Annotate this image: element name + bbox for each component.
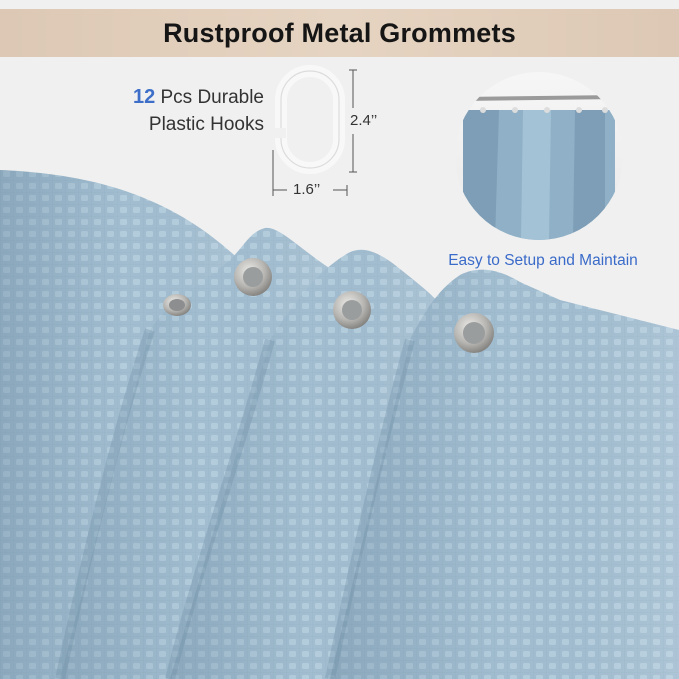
c-hook-icon — [272, 65, 345, 174]
grommet-1 — [163, 294, 191, 316]
hooks-line-1-text: Pcs Durable — [155, 87, 264, 108]
grommet-3 — [333, 291, 371, 329]
dimension-lines — [272, 69, 357, 196]
banner-title: Rustproof Metal Grommets — [163, 18, 516, 48]
hanging-curtain-icon — [455, 95, 623, 240]
inset-caption: Easy to Setup and Maintain — [448, 252, 638, 269]
hooks-line-2: Plastic Hooks — [148, 114, 264, 135]
hooks-count: 12 — [132, 86, 156, 108]
grommet-2 — [234, 258, 272, 296]
hooks-description: 12 Pcs Durable Plastic Hooks — [133, 84, 264, 138]
header-banner: Rustproof Metal Grommets — [0, 9, 679, 57]
hook-height-label: 2.4’’ — [350, 112, 378, 129]
setup-inset-photo — [455, 72, 623, 240]
hooks-line-1: 12 Pcs Durable — [133, 84, 264, 111]
grommet-4 — [454, 313, 494, 353]
hook-width-label: 1.6’’ — [293, 181, 321, 198]
